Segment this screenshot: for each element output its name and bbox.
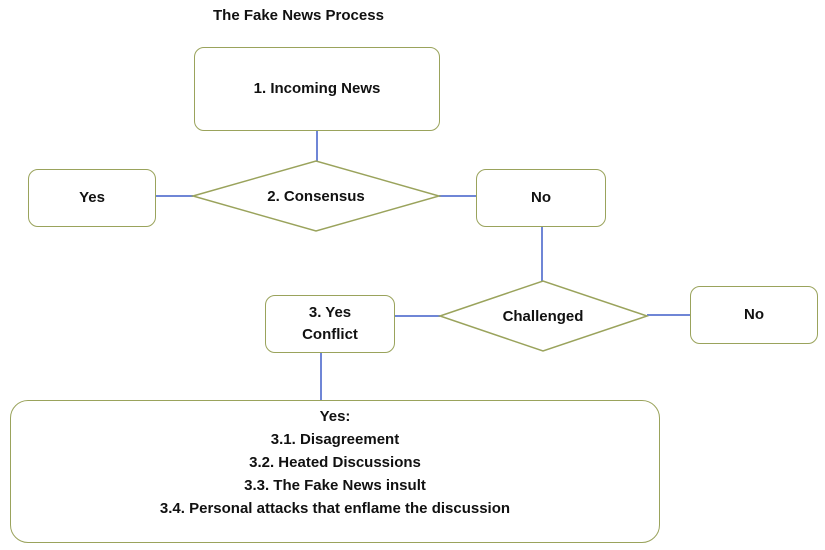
incoming-news-box: 1. Incoming News (194, 47, 440, 131)
consensus-decision-diamond (190, 160, 442, 232)
challenged-no-label: No (744, 306, 764, 323)
conflict-box: 3. Yes Conflict (265, 295, 395, 353)
consensus-yes-box: Yes (28, 169, 156, 227)
consensus-no-box: No (476, 169, 606, 227)
conflict-detail-item: 3.3. The Fake News insult (244, 477, 426, 494)
incoming-news-label: 1. Incoming News (253, 80, 381, 97)
challenged-no-box: No (690, 286, 818, 344)
consensus-label: 2. Consensus (267, 187, 365, 205)
conflict-details-heading: Yes: (319, 408, 351, 425)
challenged-label: Challenged (502, 307, 584, 325)
conflict-details-box: Yes: 3.1. Disagreement 3.2. Heated Discu… (10, 400, 660, 543)
consensus-no-label: No (531, 189, 551, 206)
conflict-detail-item: 3.2. Heated Discussions (249, 454, 421, 471)
conflict-detail-item: 3.1. Disagreement (270, 431, 400, 448)
conflict-detail-item: 3.4. Personal attacks that enflame the d… (159, 500, 511, 517)
conflict-label-line2: Conflict (302, 326, 358, 343)
challenged-decision-diamond (437, 280, 650, 352)
diagram-title: The Fake News Process (213, 7, 384, 24)
consensus-yes-label: Yes (79, 189, 105, 206)
conflict-label-line1: 3. Yes (308, 304, 352, 321)
